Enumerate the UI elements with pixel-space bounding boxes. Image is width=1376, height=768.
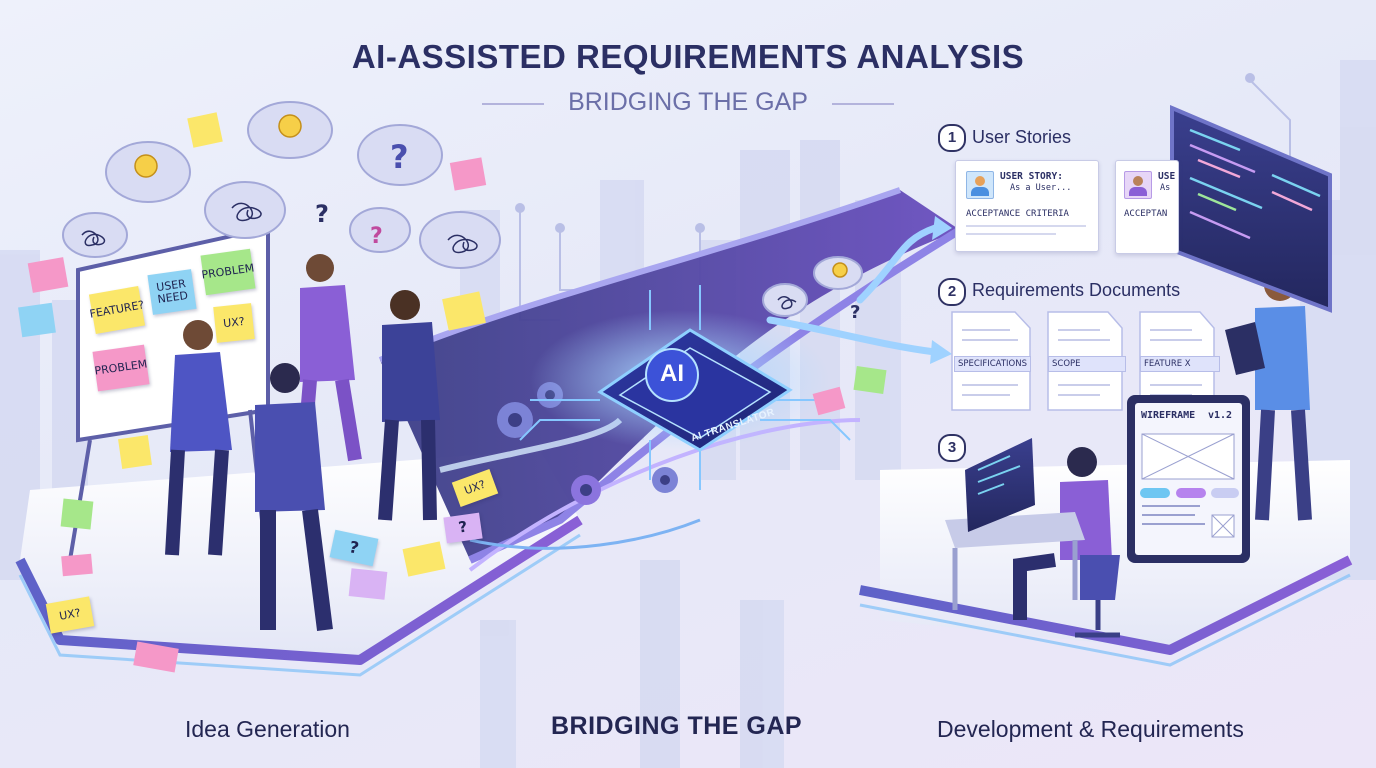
floor-note-question-b: ? [443,512,483,544]
whiteboard-note-3-text: PROBLEM [200,261,256,282]
step-2-number: 2 [938,278,966,306]
page-title: AI-ASSISTED REQUIREMENTS ANALYSIS [351,38,1025,75]
whiteboard-note-3: PROBLEM [200,248,256,296]
left-platform [15,450,583,677]
flow-arrows [766,224,939,356]
subtitle-rule-left [482,103,544,105]
svg-text:?: ? [390,138,409,176]
whiteboard-note-2-text: USER NEED [155,277,189,307]
team-people [165,254,1312,631]
doc-tag-scope: SCOPE [1048,356,1126,372]
user-story-card-2: USE As ACCEPTAN [1115,160,1179,254]
desk-laptop [945,438,1120,638]
acceptance-criteria-1: ACCEPTANCE CRITERIA [966,209,1069,219]
code-monitor [1170,104,1332,313]
step-3-number: 3 [938,434,966,462]
question-mark-icons: ? ? ? ? [315,138,860,323]
whiteboard-note-1-text: FEATURE? [88,298,146,321]
user-story-card-1: USER STORY: As a User... ACCEPTANCE CRIT… [955,160,1099,252]
page-subtitle: BRIDGING THE GAP [482,88,894,117]
whiteboard-note-2: USER NEED [147,269,197,315]
wireframe-version: v1.2 [1208,410,1233,421]
footer-label-center: BRIDGING THE GAP [551,712,803,740]
user-story-subtext-2: As [1160,183,1171,193]
floor-note-question-a-text: ? [347,536,361,558]
doc-tag-specifications: SPECIFICATIONS [954,356,1031,372]
acceptance-criteria-2: ACCEPTAN [1124,209,1168,219]
whiteboard-note-4-text: UX? [222,315,246,331]
footer-label-left: Idea Generation [185,716,350,742]
footer-label-right: Development & Requirements [937,716,1244,742]
svg-text:?: ? [370,224,383,249]
scribble-icons [81,202,797,310]
scattered-notes [18,112,887,673]
ai-chip [519,285,851,490]
user-avatar-icon [966,171,994,199]
user-avatar-icon-2 [1124,171,1152,199]
user-story-heading-1: USER STORY: [1000,171,1063,182]
whiteboard-note-5: PROBLEM [92,344,150,392]
lightbulb-icons [134,114,848,278]
document-lines [962,329,1202,396]
svg-text:?: ? [315,200,329,228]
subtitle-rule-right [832,103,894,105]
ai-chip-label: AI [660,360,684,387]
svg-text:?: ? [850,302,860,323]
floor-note-ux-bridge-text: UX? [462,477,488,498]
step-1-label: User Stories [972,127,1072,147]
step-2-label: Requirements Documents [972,280,1181,300]
arrow-heads [930,216,952,364]
whiteboard-note-1: FEATURE? [88,285,146,335]
subtitle-text: BRIDGING THE GAP [568,88,808,116]
user-story-subtext-1: As a User... [1010,183,1072,193]
floor-note-ux-left-text: UX? [58,606,82,623]
floor-note-question-b-text: ? [457,517,469,537]
whiteboard-note-5-text: PROBLEM [93,357,149,378]
handheld-tablet [1225,322,1265,375]
step-1-number: 1 [938,124,966,152]
wireframe-title: WIREFRAME [1141,410,1196,421]
doc-tag-feature-x: FEATURE X [1140,356,1220,372]
wireframe-tablet [1127,395,1250,563]
user-story-heading-2: USE [1158,171,1176,182]
whiteboard-note-4: UX? [213,303,255,343]
